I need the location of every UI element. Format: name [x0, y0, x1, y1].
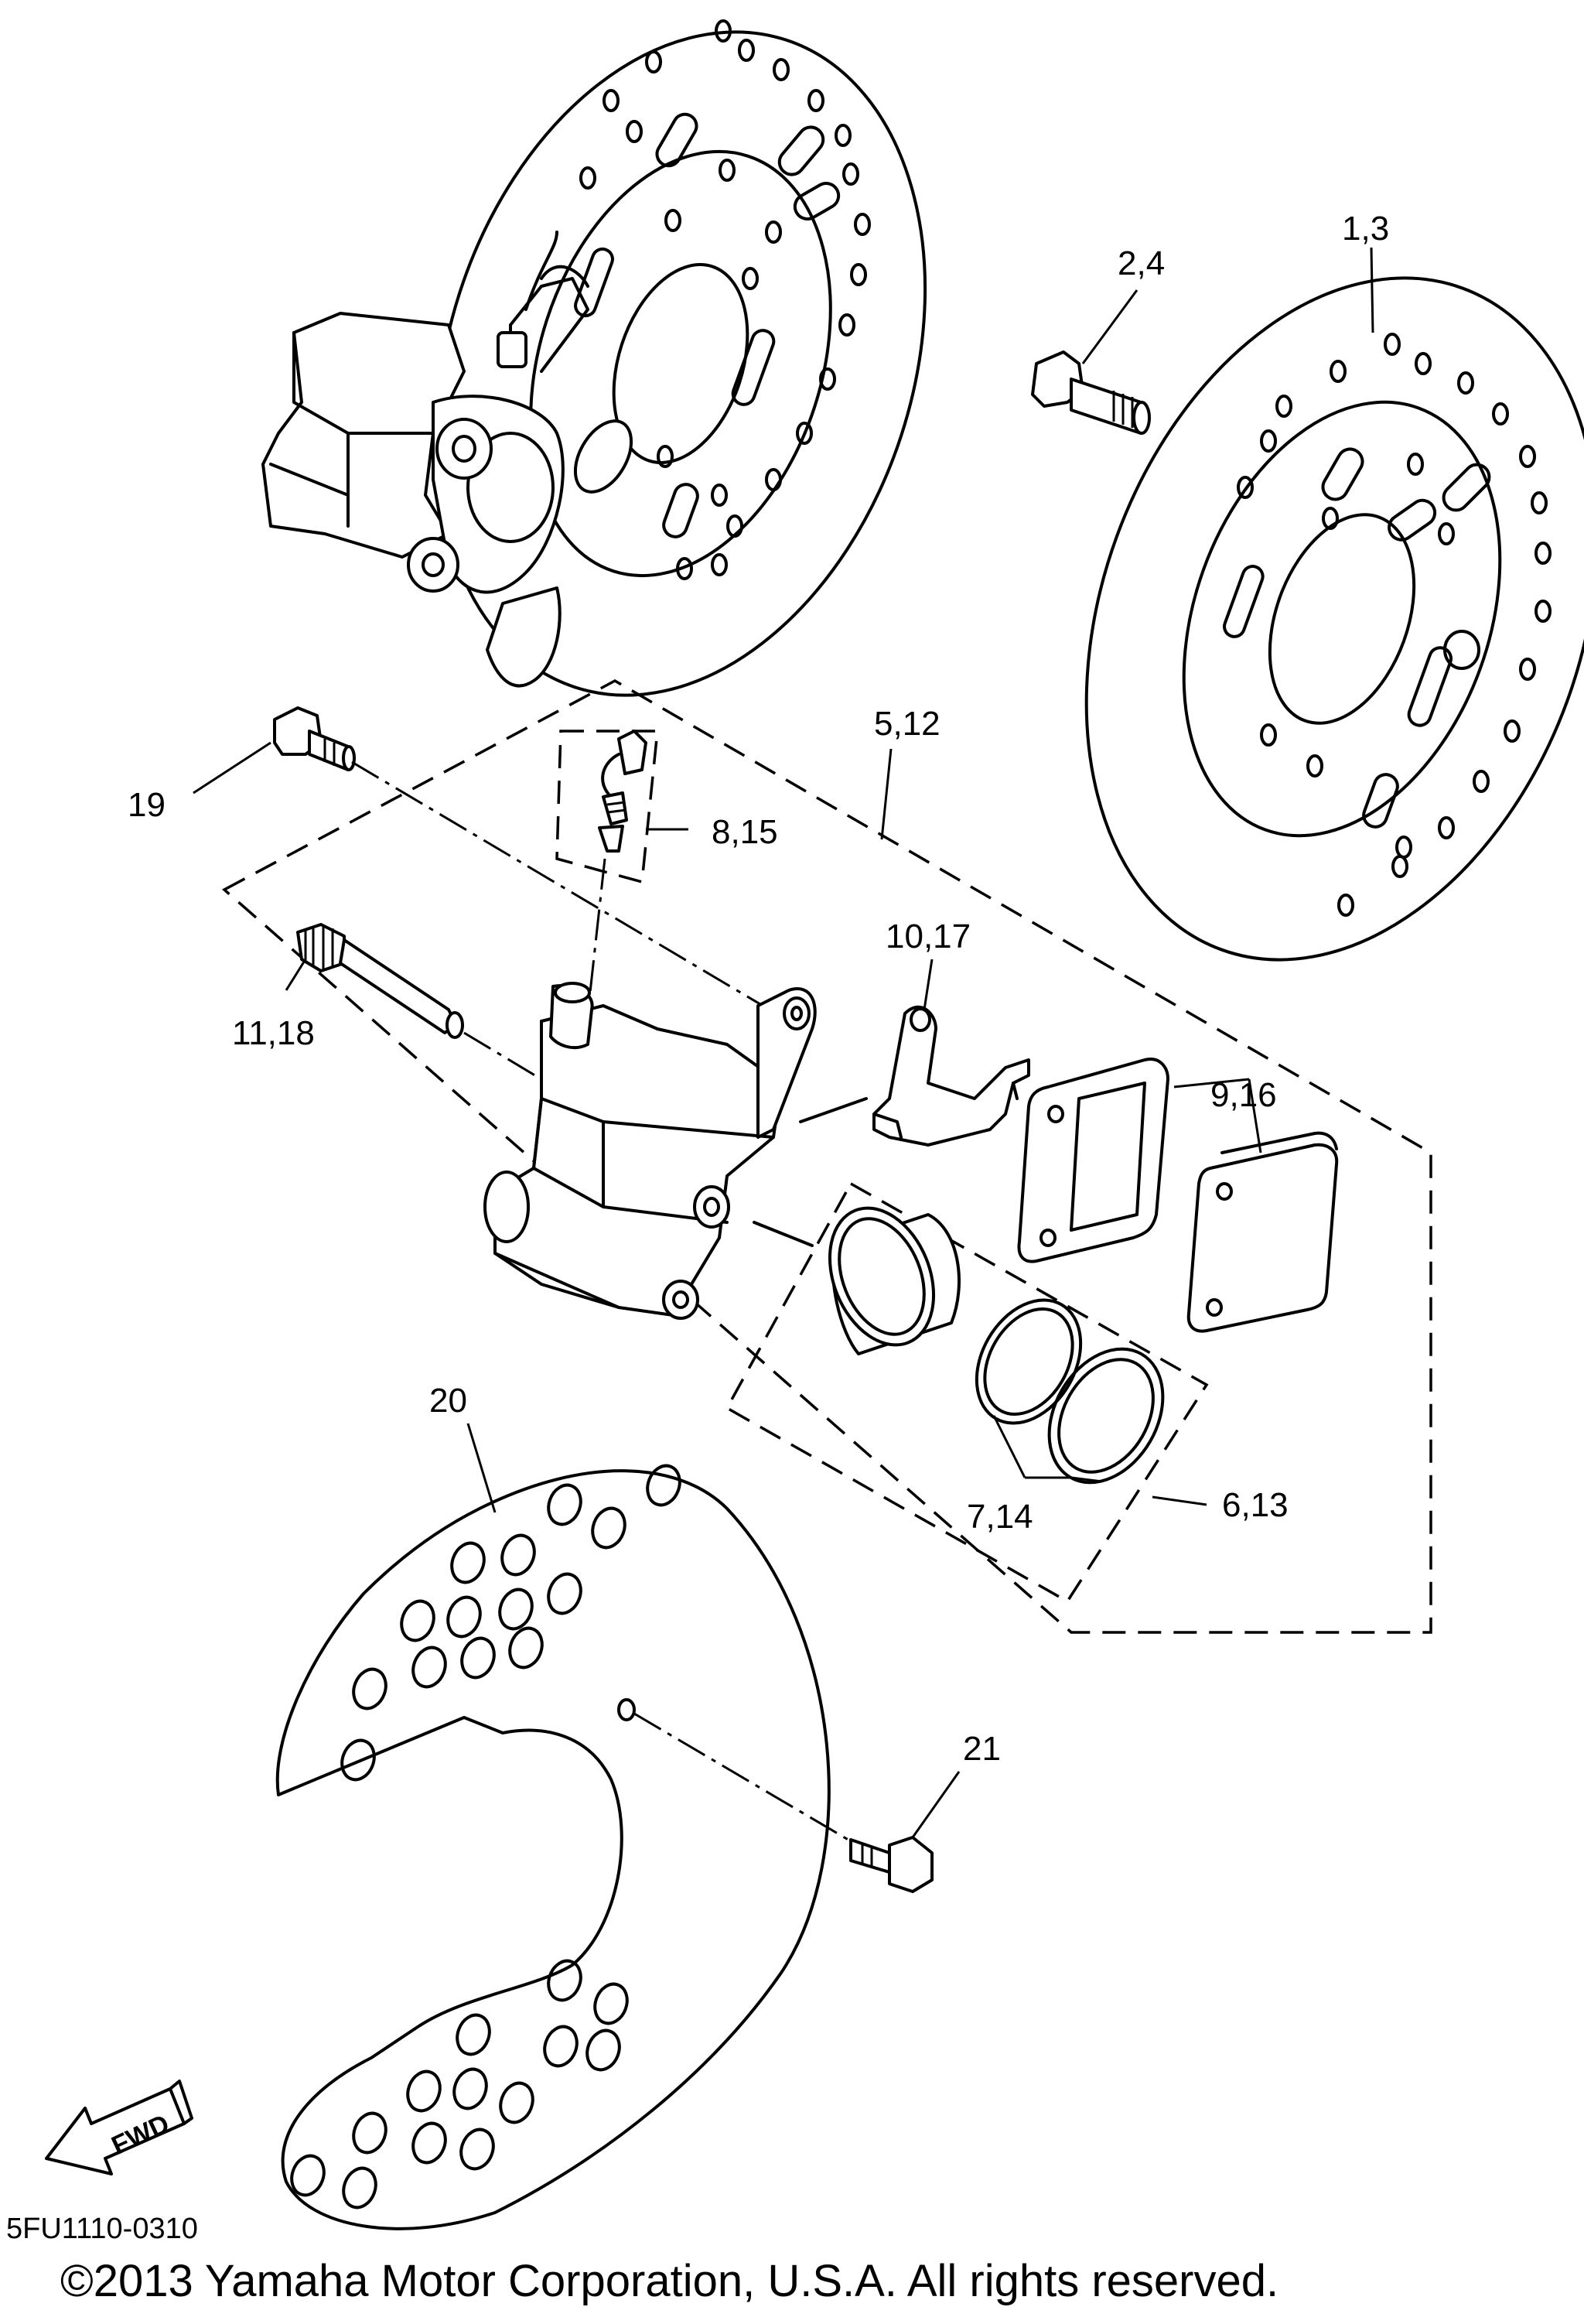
copyright-notice: ©2013 Yamaha Motor Corporation, U.S.A. A… [60, 2256, 1279, 2306]
caliper-pin-part [296, 923, 542, 1081]
bleed-screw-part [586, 730, 647, 1014]
callout-2-4: 2,4 [1118, 244, 1165, 282]
guard-bolt-21 [849, 1836, 934, 1893]
brake-pad-kit-part [1017, 1058, 1339, 1333]
brake-disc-part [1084, 276, 1584, 962]
caliper-bolt-19 [273, 706, 790, 1023]
caliper-piston-part [828, 1206, 961, 1355]
caliper-assembly-outline [221, 678, 1432, 1634]
callout-19: 19 [128, 786, 166, 824]
assembled-caliper [261, 231, 633, 688]
diagram-code: 5FU1110-0310 [6, 2213, 198, 2245]
callout-5-12: 5,12 [874, 705, 940, 743]
callout-6-13: 6,13 [1222, 1486, 1289, 1524]
callout-20: 20 [429, 1382, 467, 1420]
callout-11-18: 11,18 [232, 1014, 315, 1052]
disc-bolt-part [1031, 350, 1151, 435]
callout-1-3: 1,3 [1342, 210, 1389, 248]
leader-lines [193, 247, 1374, 1838]
callout-21: 21 [963, 1730, 1001, 1768]
callout-labels: 1,3 2,4 5,12 8,15 10,17 9,16 11,18 19 20… [128, 210, 1389, 1768]
disc-guard-part [275, 1464, 852, 2230]
callout-7-14: 7,14 [967, 1498, 1033, 1536]
pad-support-part [872, 1005, 1030, 1147]
caliper-body-part [483, 982, 868, 1320]
callout-10-17: 10,17 [886, 918, 971, 955]
callout-9-16: 9,16 [1210, 1076, 1277, 1114]
forward-direction-arrow: FWD [45, 2080, 193, 2175]
callout-8-15: 8,15 [712, 813, 778, 851]
